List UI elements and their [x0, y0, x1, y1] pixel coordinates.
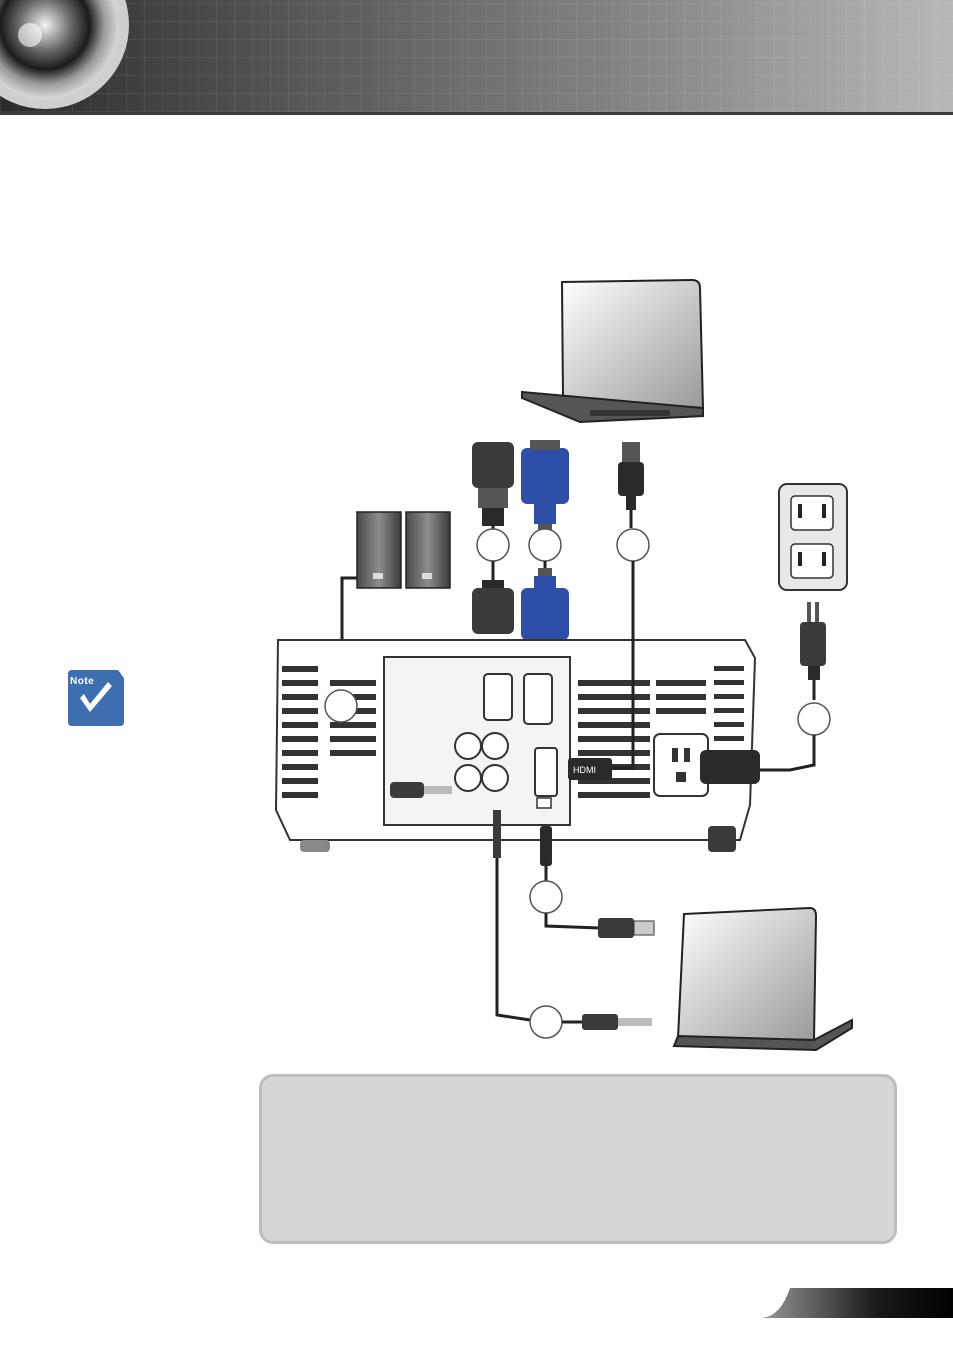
- callout-circle: [616, 528, 650, 562]
- header-banner: [0, 0, 953, 115]
- speaker-icon: [356, 511, 451, 589]
- audio-jack-icon: [390, 782, 452, 798]
- usb-plug-icon: [598, 918, 655, 938]
- connection-diagram: HDMI: [274, 278, 853, 1052]
- note-box: [259, 1074, 897, 1244]
- callout-circle: [476, 528, 510, 562]
- power-plug-icon: [800, 602, 826, 680]
- callout-circle: [797, 702, 831, 736]
- power-cord-plug-icon: [700, 750, 760, 784]
- laptop-bottom-icon: [672, 906, 853, 1052]
- vga-connector-top: [521, 440, 569, 532]
- callout-circle: [529, 880, 563, 914]
- hdmi-connector-top: [618, 442, 644, 510]
- power-outlet-icon: [778, 483, 848, 591]
- hdmi-plug-icon: HDMI: [568, 758, 612, 780]
- laptop-top-icon: [521, 278, 705, 424]
- rs232-connector-top: [472, 442, 514, 526]
- callout-circle: [324, 689, 358, 723]
- projector-icon: [274, 639, 757, 852]
- rs232-connector-bottom: [472, 580, 514, 634]
- audio-plug-icon: [582, 1014, 652, 1030]
- callout-circle: [529, 1005, 563, 1039]
- checkmark-note-icon: [68, 670, 124, 726]
- vga-connector-bottom: [521, 568, 569, 640]
- page-number-tab: [760, 1288, 953, 1318]
- note-label: Note: [70, 676, 95, 687]
- callout-circle: [528, 528, 562, 562]
- hdmi-label: HDMI: [573, 765, 596, 775]
- projector-lens-icon: [0, 0, 129, 109]
